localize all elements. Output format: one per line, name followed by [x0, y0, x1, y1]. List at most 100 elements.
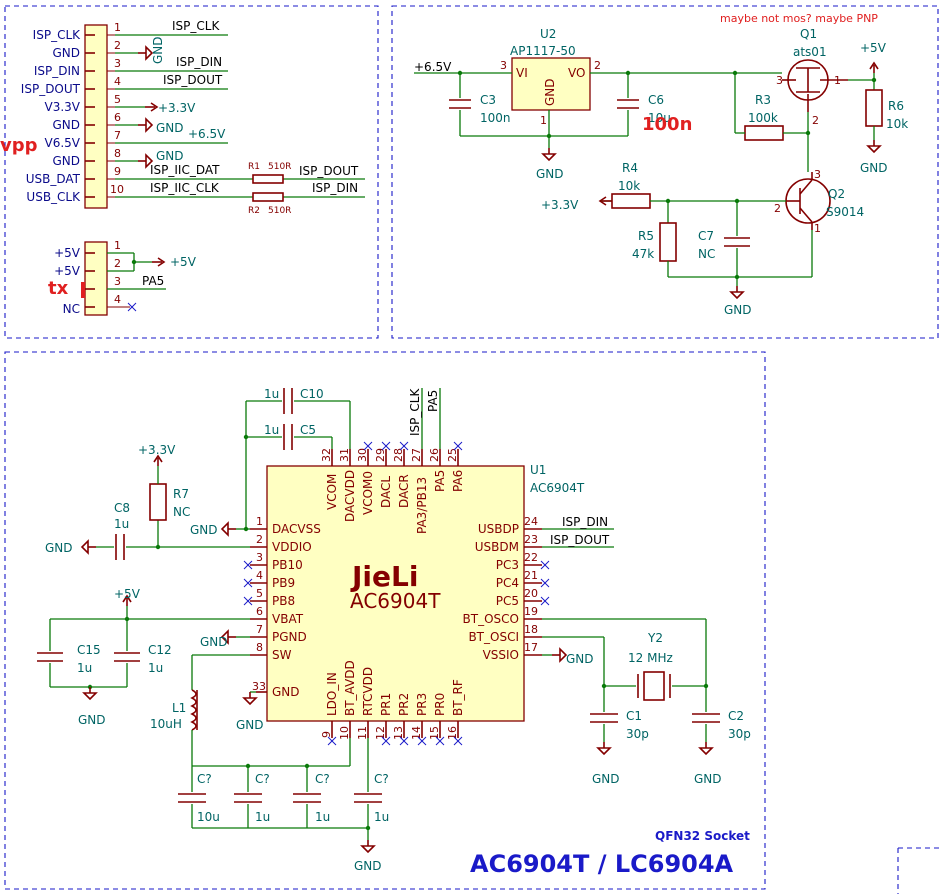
svg-text:NC: NC: [173, 505, 190, 519]
svg-text:SW: SW: [272, 648, 292, 662]
svg-text:C7: C7: [698, 229, 714, 243]
svg-text:DACVSS: DACVSS: [272, 522, 321, 536]
svg-text:GND: GND: [592, 772, 620, 786]
svg-text:100k: 100k: [748, 111, 778, 125]
svg-text:GND: GND: [724, 303, 752, 317]
svg-text:PA5: PA5: [433, 470, 447, 492]
svg-text:1u: 1u: [264, 423, 279, 437]
svg-text:24: 24: [524, 515, 538, 528]
connector-j1-labels: ISP_CLK GND ISP_DIN ISP_DOUT V3.3V GND V…: [0, 28, 81, 204]
svg-text:USBDP: USBDP: [478, 522, 519, 536]
svg-text:BT_AVDD: BT_AVDD: [343, 660, 357, 716]
svg-text:1: 1: [114, 21, 121, 34]
svg-text:PB9: PB9: [272, 576, 295, 590]
svg-text:R5: R5: [638, 229, 654, 243]
svg-text:100n: 100n: [480, 111, 511, 125]
svg-text:R7: R7: [173, 487, 189, 501]
svg-text:1: 1: [540, 114, 547, 127]
svg-text:GND: GND: [200, 635, 228, 649]
svg-text:26: 26: [428, 448, 441, 462]
net-out-dout: ISP_DOUT: [299, 164, 359, 178]
svg-text:C1: C1: [626, 709, 642, 723]
svg-text:15: 15: [428, 726, 441, 740]
svg-text:PB10: PB10: [272, 558, 303, 572]
svg-text:AC6904T: AC6904T: [530, 481, 585, 495]
power-5v-j2: +5V: [170, 255, 197, 269]
svg-text:LDO_IN: LDO_IN: [325, 672, 339, 716]
connector-j1-net-labels: ISP_CLK GND ISP_DIN ISP_DOUT +3.3V GND +…: [150, 19, 359, 216]
svg-text:20: 20: [524, 587, 538, 600]
svg-text:5: 5: [114, 93, 121, 106]
svg-text:19: 19: [524, 605, 538, 618]
svg-text:C?: C?: [255, 772, 270, 786]
svg-text:10: 10: [338, 726, 351, 740]
svg-text:13: 13: [392, 726, 405, 740]
svg-text:10k: 10k: [886, 117, 908, 131]
j1-label-2: GND: [52, 46, 80, 60]
svg-text:2: 2: [812, 114, 819, 127]
svg-text:29: 29: [374, 448, 387, 462]
socket-label: QFN32 Socket: [655, 829, 750, 843]
vpp-annotation: vpp: [0, 135, 38, 156]
svg-text:S9014: S9014: [826, 205, 864, 219]
jieli-logo: JieLi: [350, 560, 418, 593]
svg-text:7: 7: [114, 129, 121, 142]
j1-label-3: ISP_DIN: [34, 64, 80, 78]
svg-text:1u: 1u: [374, 810, 389, 824]
svg-text:USBDM: USBDM: [475, 540, 519, 554]
chip-name: AC6904T: [350, 589, 441, 613]
svg-text:1u: 1u: [77, 661, 92, 675]
svg-text:3: 3: [500, 59, 507, 72]
j1-label-10: USB_CLK: [26, 190, 81, 204]
svg-text:22: 22: [524, 551, 538, 564]
svg-text:3: 3: [114, 57, 121, 70]
pnp-note: maybe not mos? maybe PNP: [720, 12, 878, 25]
connector-j1-wiring: [115, 34, 365, 202]
svg-text:10k: 10k: [618, 179, 640, 193]
svg-text:3: 3: [114, 275, 121, 288]
svg-text:GND: GND: [860, 161, 888, 175]
r1-ref: R1: [248, 162, 260, 172]
j1-label-1: ISP_CLK: [33, 28, 81, 42]
svg-text:Q2: Q2: [828, 187, 845, 201]
svg-text:DACR: DACR: [397, 474, 411, 508]
svg-text:16: 16: [446, 726, 459, 740]
svg-text:PC4: PC4: [496, 576, 519, 590]
frame-regulator: [391, 5, 939, 339]
svg-text:2: 2: [256, 533, 263, 546]
svg-text:1u: 1u: [114, 517, 129, 531]
svg-text:18: 18: [524, 623, 538, 636]
net-isp-clk-mcu: ISP_CLK: [408, 388, 422, 436]
svg-text:VBAT: VBAT: [272, 612, 304, 626]
svg-text:BT_RF: BT_RF: [451, 679, 465, 716]
svg-text:RTCVDD: RTCVDD: [361, 667, 375, 716]
svg-text:C12: C12: [148, 643, 172, 657]
mcu-bottom-pins: LDO_IN 9 BT_AVDD 10 RTCVDD 11 PR1 12 PR2…: [320, 660, 465, 746]
svg-text:PA3/PB13: PA3/PB13: [415, 477, 429, 534]
net-isp-din-mcu: ISP_DIN: [562, 515, 608, 529]
net-isp-clk: ISP_CLK: [172, 19, 220, 33]
svg-text:10u: 10u: [197, 810, 220, 824]
svg-text:Y2: Y2: [647, 631, 663, 645]
svg-text:12: 12: [374, 726, 387, 740]
svg-text:5: 5: [256, 587, 263, 600]
power-3v3-reg: +3.3V: [541, 198, 579, 212]
svg-text:GND: GND: [536, 167, 564, 181]
svg-text:GND: GND: [272, 685, 300, 699]
svg-text:GND: GND: [156, 121, 184, 135]
c6-note: 100n: [642, 114, 692, 135]
svg-text:30p: 30p: [728, 727, 751, 741]
svg-text:2: 2: [594, 59, 601, 72]
svg-text:8: 8: [256, 641, 263, 654]
svg-text:28: 28: [392, 448, 405, 462]
connector-j2: +5V +5V tx NC 1 2 3 4 +5V PA5: [48, 239, 197, 316]
svg-text:C2: C2: [728, 709, 744, 723]
net-iic-clk: ISP_IIC_CLK: [150, 181, 220, 195]
svg-text:C?: C?: [374, 772, 389, 786]
svg-text:14: 14: [410, 726, 423, 740]
svg-text:23: 23: [524, 533, 538, 546]
svg-text:47k: 47k: [632, 247, 654, 261]
svg-text:GND: GND: [566, 652, 594, 666]
svg-text:33: 33: [252, 680, 266, 693]
svg-text:PC5: PC5: [496, 594, 519, 608]
